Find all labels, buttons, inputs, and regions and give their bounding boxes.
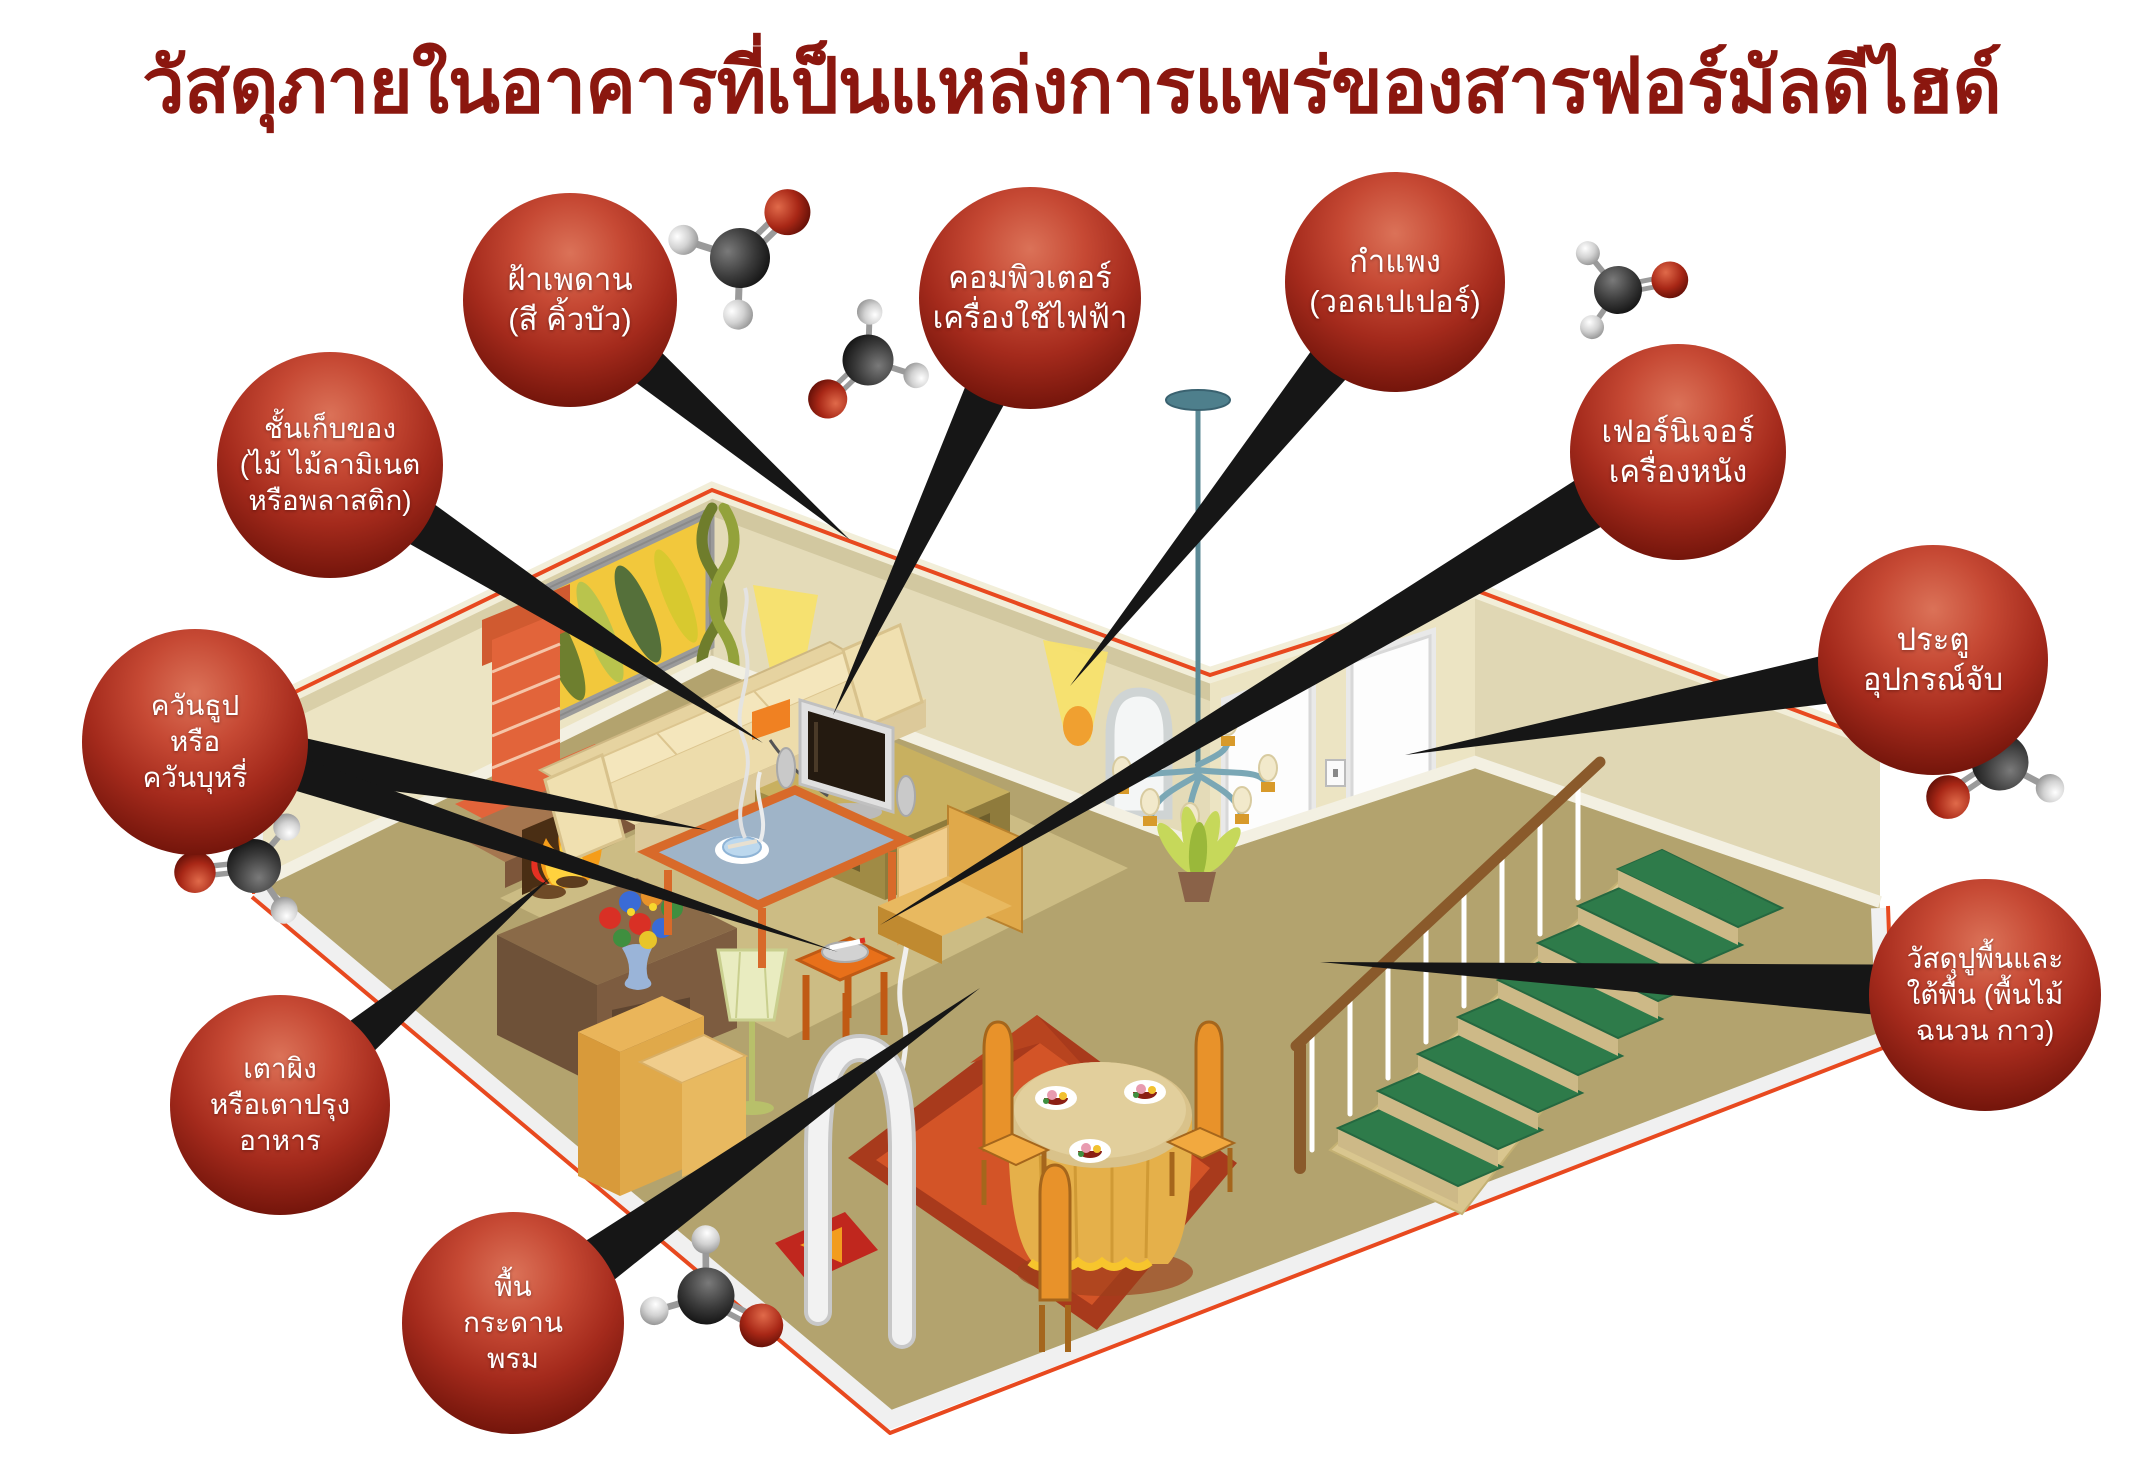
bubble-label: หรือเตาปรุง <box>209 1089 351 1121</box>
bubble-label: พรม <box>487 1342 539 1374</box>
bubble-label: ใต้พื้น (พื้นไม้ <box>1906 979 2064 1011</box>
bubble-label: ควันบุหรี่ <box>142 761 248 793</box>
callout-bubble-smoke: ควันธูป หรือ ควันบุหรี่ <box>82 629 308 855</box>
light-switch-icon <box>1325 759 1346 787</box>
handrail <box>1290 756 1606 1052</box>
formaldehyde-molecule-icon <box>663 163 847 340</box>
bubble-label: อุปกรณ์จับ <box>1862 662 2004 697</box>
bubble-label: หรือพลาสติก) <box>248 484 412 516</box>
dinner-plate <box>1035 1086 1077 1110</box>
staircase <box>1290 756 1783 1216</box>
bubble-label: กำแพง <box>1349 244 1441 280</box>
side-stool <box>794 936 896 1058</box>
formaldehyde-molecule-icon <box>1571 241 1690 344</box>
callout-bubble-shelf: ชั้นเก็บของ (ไม้ ไม้ลามิเนต หรือพลาสติก) <box>217 352 443 578</box>
bubble-label: อาหาร <box>239 1124 321 1156</box>
speaker-icon <box>776 747 796 789</box>
callout-pointer-wedge <box>190 714 707 830</box>
bubble-label: กระดาน <box>462 1307 564 1339</box>
callout-bubble-subfloor: วัสดุปูพื้นและ ใต้พื้น (พื้นไม้ ฉนวน กาว… <box>1869 879 2101 1111</box>
speaker-icon <box>896 775 916 817</box>
cigarette-icon <box>829 938 863 951</box>
callout-bubble-wallpaper: กำแพง (วอลเปเปอร์) <box>1285 172 1505 392</box>
page-title: วัสดุภายในอาคารที่เป็นแหล่งการแพร่ของสาร… <box>142 44 2002 129</box>
callout-bubble-fireplace: เตาผิง หรือเตาปรุง อาหาร <box>170 995 390 1215</box>
bubble-label: ประตู <box>1896 622 1970 658</box>
dining-chair <box>1165 1020 1237 1196</box>
bubble-label: (ไม้ ไม้ลามิเนต <box>239 449 421 481</box>
callout-bubble-ceiling: ฝ้าเพดาน (สี คิ้วบัว) <box>463 193 677 407</box>
stair-balusters <box>1309 780 1581 1153</box>
potted-plant-icon <box>1157 806 1241 902</box>
bubble-label: (วอลเปเปอร์) <box>1309 284 1481 319</box>
door <box>1346 627 1436 814</box>
bubble-label: หรือ <box>169 726 221 758</box>
callout-bubble-furniture: เฟอร์นิเจอร์ เครื่องหนัง <box>1570 344 1786 560</box>
dining-chair <box>977 1020 1051 1205</box>
callout-bubble-floor: พื้น กระดาน พรม <box>402 1212 624 1434</box>
bubble-label: (สี คิ้วบัว) <box>508 302 632 337</box>
callout-pointer-wedge <box>495 988 980 1347</box>
armchair <box>878 804 1023 964</box>
dinner-plate <box>1069 1139 1111 1163</box>
dining-chair <box>1038 1163 1072 1352</box>
dining-table <box>1008 1062 1193 1296</box>
formaldehyde-molecule-icon <box>777 290 933 440</box>
bubble-label: ฝ้าเพดาน <box>507 262 633 298</box>
coffee-table <box>637 785 916 968</box>
bubble-label: เตาผิง <box>243 1053 317 1085</box>
callout-pointer-wedge <box>189 721 838 952</box>
callout-pointer-wedge <box>1405 630 1940 755</box>
sconce-icon <box>1043 640 1108 746</box>
callout-pointer-wedge <box>880 424 1693 925</box>
bubble-label: คอมพิวเตอร์ <box>948 260 1112 296</box>
bubble-label: เครื่องใช้ไฟฟ้า <box>932 300 1128 335</box>
callout-pointer-wedge <box>1320 962 1986 1025</box>
callout-bubble-door: ประตู อุปกรณ์จับ <box>1818 545 2048 775</box>
bubble-label: เฟอร์นิเจอร์ <box>1601 414 1755 450</box>
bubble-label: พื้น <box>494 1271 532 1303</box>
armchair <box>578 996 749 1196</box>
bubble-label: ควันธูป <box>150 690 240 722</box>
incense-stick-icon <box>727 839 758 849</box>
dinner-plate <box>1124 1080 1166 1104</box>
callout-bubble-computer: คอมพิวเตอร์ เครื่องใช้ไฟฟ้า <box>919 187 1141 409</box>
bubble-label: วัสดุปูพื้นและ <box>1906 943 2064 975</box>
bubble-label: ฉนวน กาว) <box>1915 1014 2055 1046</box>
bubble-label: ชั้นเก็บของ <box>263 413 397 445</box>
bubble-label: เครื่องหนัง <box>1608 454 1748 489</box>
